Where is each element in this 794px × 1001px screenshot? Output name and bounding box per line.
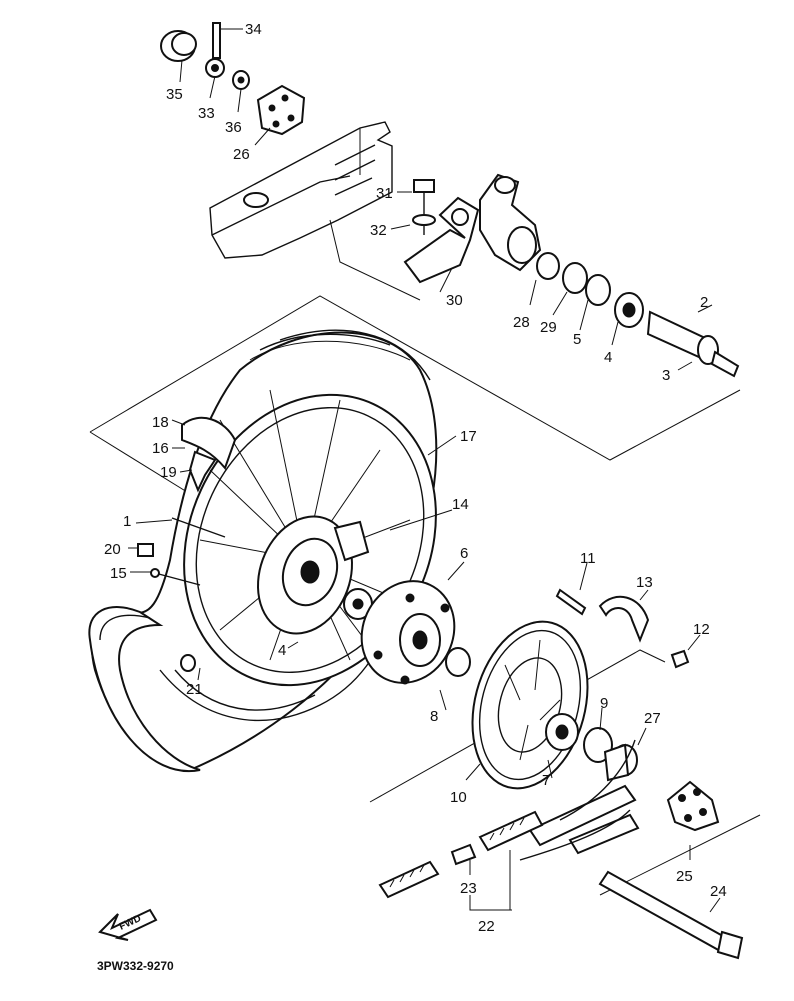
callout-29: 29 [540, 319, 557, 336]
callout-25: 25 [676, 868, 693, 885]
chain-guard [519, 739, 640, 861]
pin-34 [212, 22, 221, 59]
callout-4-upper: 4 [604, 349, 612, 366]
collar-8 [445, 647, 471, 677]
collar-27 [603, 743, 638, 782]
chain-adjuster [666, 780, 720, 832]
callout-23: 23 [460, 880, 477, 897]
nut-33 [205, 58, 225, 78]
rear-axle [598, 870, 744, 960]
callout-32: 32 [370, 222, 387, 239]
callout-6: 6 [460, 545, 468, 562]
caliper-bolt [412, 179, 436, 235]
leader-lines [128, 28, 721, 913]
callout-14: 14 [452, 496, 469, 513]
guide-lines [89, 219, 761, 896]
callout-1: 1 [123, 513, 131, 530]
callout-20: 20 [104, 541, 121, 558]
callout-33: 33 [198, 105, 215, 122]
rear-hub [256, 515, 370, 635]
callout-11: 11 [580, 550, 596, 567]
callout-9: 9 [600, 695, 608, 712]
callout-12: 12 [693, 621, 710, 638]
nut-12 [670, 649, 690, 669]
callout-3: 3 [662, 367, 670, 384]
callout-10: 10 [450, 789, 467, 806]
sprocket-hub-6 [360, 580, 456, 685]
valve-15 [150, 568, 201, 586]
diagram-code: 3PW332-9270 [97, 959, 174, 973]
rim-strip [181, 416, 237, 493]
rear-sprocket [471, 620, 589, 790]
caliper-bracket [403, 173, 542, 284]
callout-28: 28 [513, 314, 530, 331]
callout-2: 2 [700, 294, 708, 311]
axle-parts-right [536, 252, 740, 378]
drive-chain [378, 810, 544, 899]
callout-15: 15 [110, 565, 127, 582]
callout-8: 8 [430, 708, 438, 725]
callout-labels: 34 35 33 36 26 31 32 30 28 29 5 4 2 3 17… [104, 21, 727, 935]
callout-24: 24 [710, 883, 727, 900]
nipple-20 [137, 543, 154, 557]
bearing-7 [545, 713, 579, 751]
callout-26: 26 [233, 146, 250, 163]
callout-31: 31 [376, 185, 393, 202]
callout-17: 17 [460, 428, 477, 445]
callout-18: 18 [152, 414, 169, 431]
callout-35: 35 [166, 86, 183, 103]
washer-36 [232, 70, 250, 90]
hub-spacer [343, 588, 373, 620]
callout-13: 13 [636, 574, 653, 591]
callout-34: 34 [245, 21, 262, 38]
sprocket-guard-26 [256, 84, 306, 136]
callout-21: 21 [186, 681, 203, 698]
inner-tube [88, 606, 201, 773]
callout-5: 5 [573, 331, 581, 348]
callout-30: 30 [446, 292, 463, 309]
cap-35 [160, 30, 197, 62]
bolt-11 [555, 588, 587, 616]
callout-19: 19 [160, 464, 177, 481]
callout-36: 36 [225, 119, 242, 136]
collar-21 [180, 654, 196, 672]
callout-7: 7 [542, 772, 550, 789]
bracket-13 [598, 595, 650, 643]
swingarm [209, 121, 393, 259]
fwd-arrow-icon: FWD [98, 908, 158, 941]
callout-22: 22 [478, 918, 495, 935]
spoke-nipple-1 [171, 517, 226, 538]
callout-16: 16 [152, 440, 169, 457]
callout-4-lower: 4 [278, 642, 286, 659]
callout-27: 27 [644, 710, 661, 727]
